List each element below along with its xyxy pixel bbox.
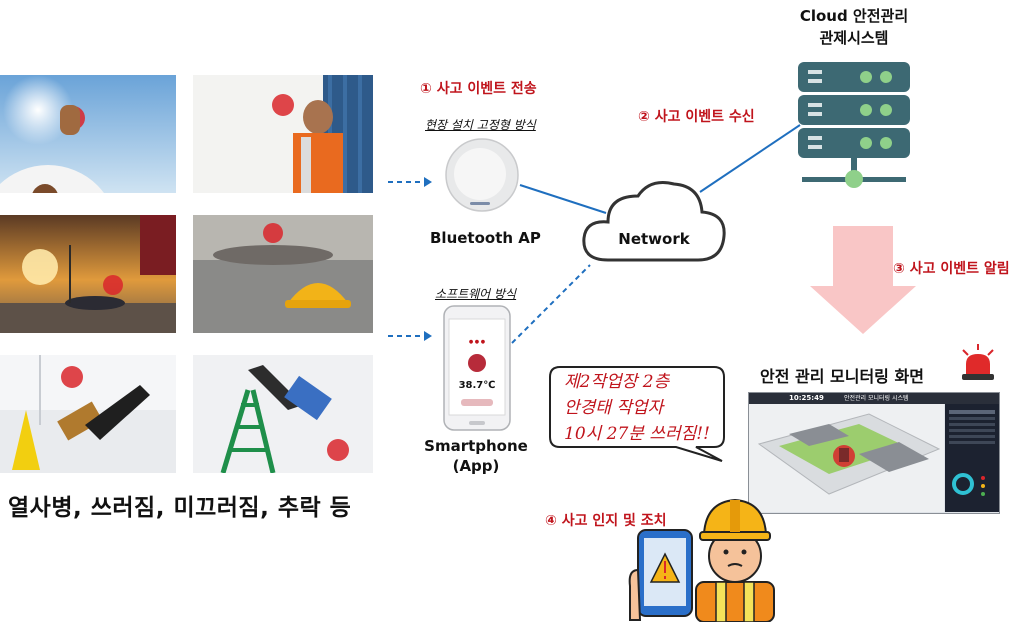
photo-slip-floor (0, 355, 176, 473)
monitor-side-panel (945, 404, 999, 512)
bubble-line-2: 안경태 작업자 (564, 398, 664, 418)
smartphone-app-label: (App) (452, 457, 500, 475)
bubble-line-1: 제2작업장 2층 (564, 372, 670, 392)
link-phone-network (511, 264, 591, 344)
link-network-server (699, 124, 801, 193)
server-rack-icon (798, 62, 910, 190)
monitor-system-title: 안전관리 모니터링 시스템 (844, 395, 909, 402)
step3-label: ③ 사고 이벤트 알림 (893, 261, 1010, 277)
network-label: Network (618, 230, 690, 248)
fixed-method-label: 현장 설치 고정형 방식 (425, 118, 536, 132)
bubble-line-3: 10시 27분 쓰러짐!! (564, 424, 710, 444)
monitor-title: 안전 관리 모니터링 화면 (760, 367, 924, 386)
alert-down-arrow (810, 226, 916, 334)
software-method-label: 소프트웨어 방식 (435, 287, 517, 301)
svg-text:● ● ●: ● ● ● (469, 339, 486, 345)
step1-label: ① 사고 이벤트 전송 (420, 81, 537, 97)
siren-icon (958, 342, 998, 382)
monitor-time: 10:25:49 (789, 394, 824, 402)
network-cloud: Network (578, 172, 730, 272)
photo-collapsed-sunset (0, 215, 176, 333)
photo-heatstroke (0, 75, 176, 193)
smartphone-device: ● ● ● 38.7℃ (443, 305, 511, 431)
monitor-header-bar (749, 393, 999, 404)
link-ap-network (519, 184, 607, 214)
step2-label: ② 사고 이벤트 수신 (638, 109, 755, 125)
cloud-system-title-2: 관제시스템 (819, 29, 889, 47)
bluetooth-ap-device (445, 138, 520, 213)
alert-speech-bubble: 제2작업장 2층 안경태 작업자 10시 27분 쓰러짐!! (546, 365, 728, 467)
photo-worker-dizzy (193, 75, 373, 193)
step4-label: ④ 사고 인지 및 조치 (545, 513, 667, 529)
photo-fallen-helmet (193, 215, 373, 333)
monitor-map-view (749, 404, 944, 512)
phone-temperature: 38.7℃ (458, 380, 496, 391)
photo-fall-ladder (193, 355, 373, 473)
cloud-system-title-1: Cloud 안전관리 (799, 7, 909, 25)
smartphone-label: Smartphone (424, 437, 528, 455)
monitoring-screen: 10:25:49 안전관리 모니터링 시스템 (748, 392, 1000, 514)
worker-alert-illustration (628, 490, 776, 623)
bluetooth-ap-label: Bluetooth AP (430, 229, 541, 247)
incident-types-caption: 열사병, 쓰러짐, 미끄러짐, 추락 등 (8, 495, 352, 521)
